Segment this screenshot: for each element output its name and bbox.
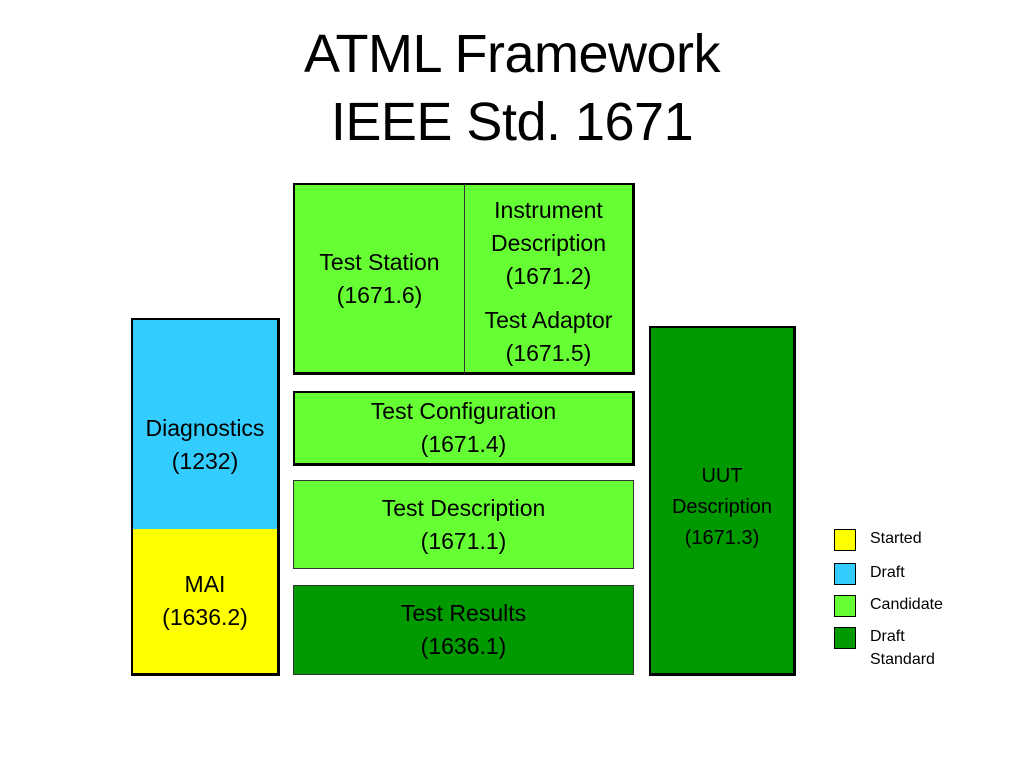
legend-label-draft: Draft — [870, 564, 905, 581]
uut-description-label-line2: Description — [671, 496, 773, 518]
legend-item-candidate: Candidate — [834, 595, 943, 617]
test-station-number: (1671.6) — [336, 281, 423, 308]
diagnostics-number: (1232) — [171, 447, 239, 474]
test-adaptor-label: Test Adaptor — [484, 307, 613, 333]
legend-swatch-candidate — [834, 595, 856, 617]
legend-item-started: Started — [834, 529, 922, 551]
test-results-block: Test Results (1636.1) — [293, 585, 634, 675]
test-description-label: Test Description — [381, 494, 546, 521]
mai-label: MAI — [184, 571, 226, 597]
test-results-label: Test Results — [400, 600, 527, 626]
test-station-label: Test Station — [319, 248, 440, 275]
instrument-description-number: (1671.2) — [505, 263, 592, 289]
test-results-number: (1636.1) — [420, 633, 507, 659]
uut-description-number: (1671.3) — [684, 527, 760, 549]
legend-item-draft: Draft — [834, 563, 905, 585]
slide-title-line2: IEEE Std. 1671 — [330, 92, 694, 152]
instrument-description-label-line1: Instrument — [494, 197, 603, 223]
test-station-block: Test Station (1671.6) — [293, 183, 465, 375]
diagnostics-block: Diagnostics (1232) — [131, 318, 280, 530]
diagnostics-label: Diagnostics — [145, 414, 265, 441]
mai-number: (1636.2) — [162, 604, 248, 630]
uut-description-label-line1: UUT — [701, 465, 743, 487]
slide-title-line1: ATML Framework — [303, 24, 721, 84]
mai-block: MAI (1636.2) — [131, 529, 280, 676]
test-adaptor-number: (1671.5) — [505, 340, 592, 366]
legend-swatch-draft-standard — [834, 627, 856, 649]
test-description-number: (1671.1) — [420, 527, 507, 554]
legend-label-candidate: Candidate — [870, 596, 943, 613]
legend-label-draft-standard-line1: Draft — [870, 628, 905, 645]
test-configuration-label: Test Configuration — [370, 398, 557, 424]
uut-description-block: UUT Description (1671.3) — [649, 326, 796, 676]
test-adaptor-block: Test Adaptor (1671.5) — [464, 302, 635, 375]
test-configuration-number: (1671.4) — [420, 431, 507, 457]
legend-label-draft-standard: Draft Standard — [870, 625, 935, 671]
test-description-block: Test Description (1671.1) — [293, 480, 634, 569]
legend-swatch-started — [834, 529, 856, 551]
legend-item-draft-standard: Draft Standard — [834, 627, 935, 671]
legend-swatch-draft — [834, 563, 856, 585]
legend-label-draft-standard-line2: Standard — [870, 651, 935, 668]
test-configuration-block: Test Configuration (1671.4) — [293, 391, 635, 466]
instrument-description-label-line2: Description — [490, 230, 607, 256]
legend-label-started: Started — [870, 530, 922, 547]
instrument-description-block: Instrument Description (1671.2) — [464, 183, 635, 303]
